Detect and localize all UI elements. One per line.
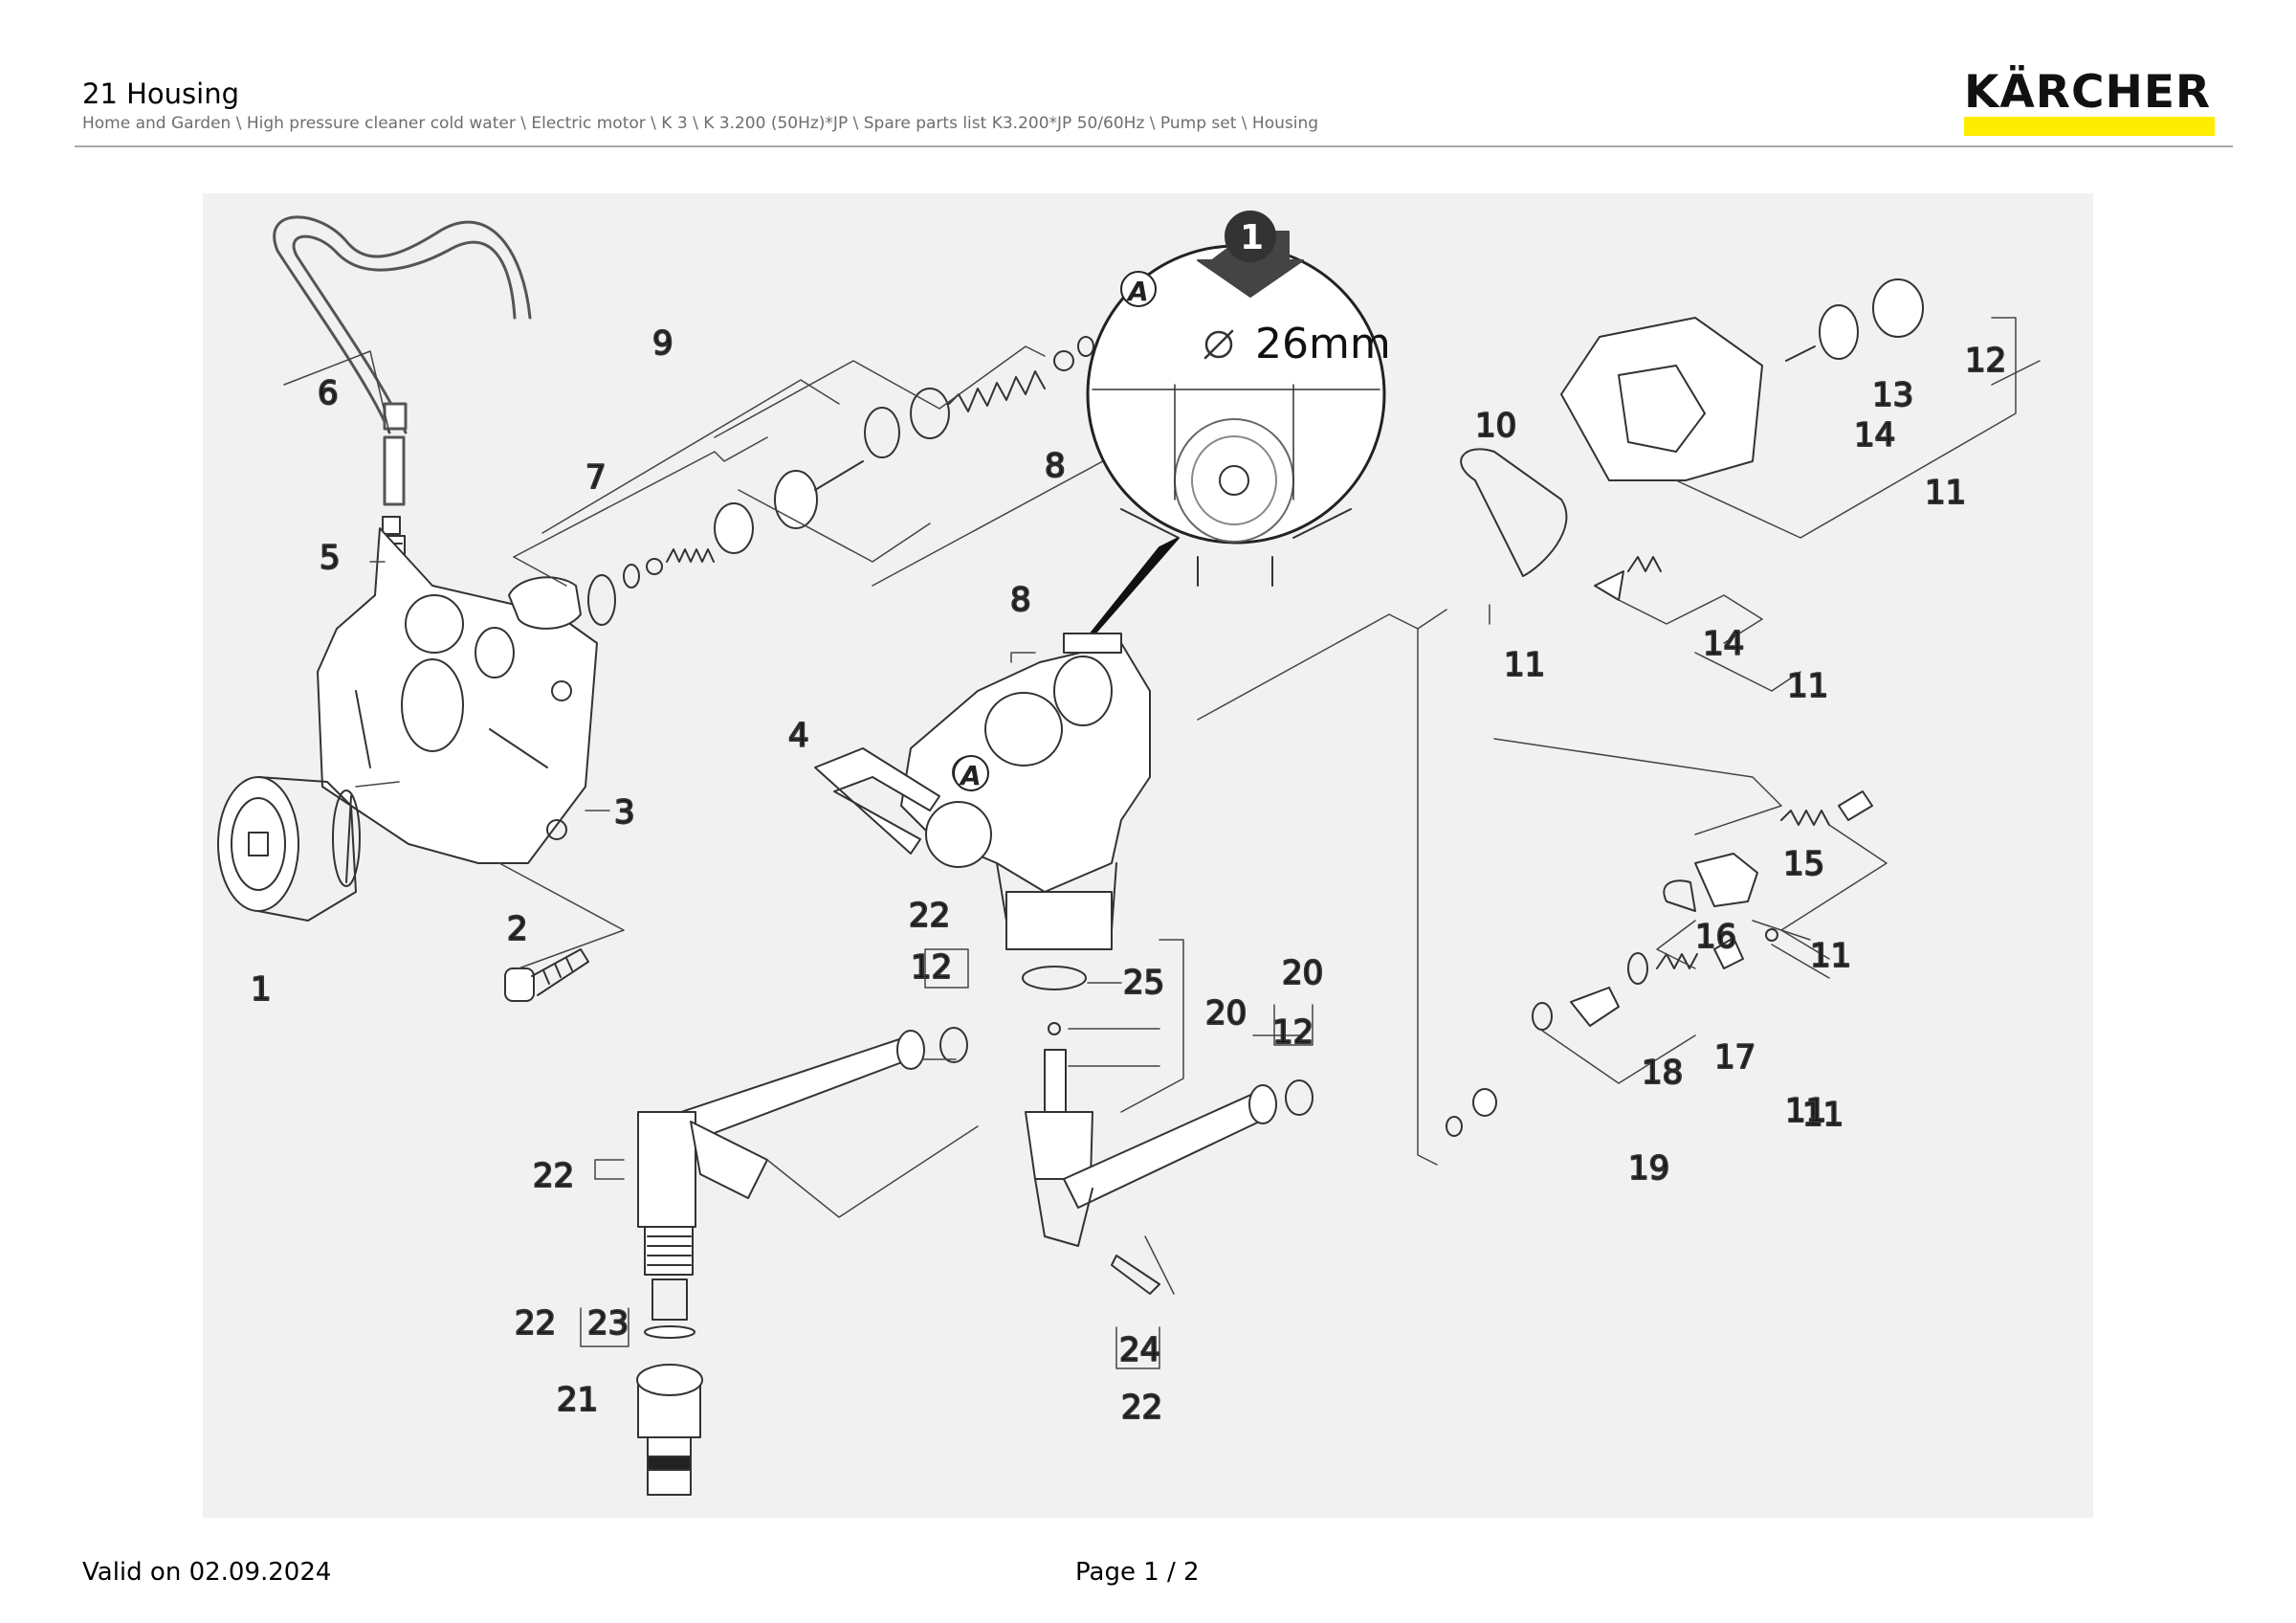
connector-part-1 (217, 776, 361, 922)
logo-accent-bar (1964, 117, 2215, 136)
callout-10: 10 (1475, 407, 1516, 445)
outlet-assembly (1022, 966, 1277, 1295)
callout-15: 15 (1783, 845, 1824, 883)
callout-14a: 14 (1854, 416, 1895, 455)
callout-brackets (580, 948, 1314, 1369)
detail-magnifier: 26mm 1 (1044, 211, 1391, 692)
callout-8: 8 (1045, 447, 1066, 485)
callout-18: 18 (1642, 1054, 1683, 1092)
ref-marker-a-top: A (1120, 271, 1157, 307)
valve-stack (508, 327, 1116, 630)
callout-21: 21 (557, 1381, 598, 1419)
callout-22a: 22 (909, 897, 950, 935)
callout-12b: 12 (1272, 1013, 1314, 1052)
callout-8b: 8 (1010, 581, 1031, 619)
ref-marker-a-mid: A (953, 755, 989, 791)
page-title: 21 Housing (82, 78, 240, 110)
leader-lines-center (766, 609, 1447, 1295)
callout-11c: 11 (1787, 667, 1828, 705)
logo-wordmark: KÄRCHER (1964, 66, 2211, 119)
callout-12a: 12 (911, 948, 952, 987)
callout-16: 16 (1695, 918, 1736, 956)
hose-part-6 (273, 215, 532, 506)
callout-22d: 22 (1121, 1389, 1162, 1427)
callout-20b: 20 (1282, 954, 1323, 992)
inlet-assembly (636, 1030, 925, 1496)
detail-dimension-label: 26mm (1255, 320, 1391, 368)
callout-22b: 22 (533, 1157, 574, 1195)
callout-22c: 22 (515, 1304, 556, 1343)
karcher-logo: KÄRCHER (1964, 66, 2215, 136)
callout-17: 17 (1714, 1038, 1755, 1077)
callout-6: 6 (318, 374, 339, 412)
callout-5: 5 (320, 539, 341, 577)
callout-2: 2 (507, 910, 528, 948)
header-divider (75, 145, 2233, 147)
callout-14b: 14 (1703, 625, 1744, 663)
callout-4: 4 (788, 717, 809, 755)
screw-part-2 (504, 948, 589, 1002)
callout-7: 7 (585, 458, 607, 497)
callout-12: 12 (1965, 342, 2006, 380)
callout-11b: 11 (1504, 646, 1545, 684)
callout-24: 24 (1119, 1331, 1160, 1369)
callout-13: 13 (1872, 376, 1913, 414)
detail-marker-number: 1 (1240, 218, 1264, 257)
callout-1: 1 (251, 970, 272, 1009)
exploded-parts-diagram: 26mm 1 (203, 193, 2093, 1518)
callout-19: 19 (1628, 1149, 1669, 1188)
ref-marker-a-top-label: A (1126, 276, 1149, 307)
leader-lines-right (1489, 317, 2041, 1084)
clip-part-4 (814, 747, 940, 855)
callout-11d: 11 (1810, 937, 1851, 975)
page-number: Page 1 / 2 (1075, 1558, 1200, 1587)
callout-11a: 11 (1925, 474, 1966, 512)
pump-head (900, 633, 1151, 950)
right-valve-cluster (1446, 278, 1924, 1137)
callout-11e: 11 (1802, 1096, 1843, 1134)
callout-11f: 11 (1785, 1092, 1826, 1130)
diagram-svg: 26mm 1 (217, 211, 2041, 1496)
callout-23: 23 (587, 1304, 629, 1343)
valid-on-date: Valid on 02.09.2024 (82, 1558, 332, 1587)
o-rings (939, 1027, 1314, 1116)
callout-3: 3 (614, 793, 635, 832)
callout-20a: 20 (1205, 994, 1247, 1033)
breadcrumb[interactable]: Home and Garden \ High pressure cleaner … (82, 114, 1319, 133)
callout-25: 25 (1123, 964, 1164, 1002)
callout-9: 9 (652, 324, 673, 363)
callout-labels: 1 2 3 4 5 6 7 8 9 8 10 11 12 13 14 11 14… (250, 323, 2007, 1428)
ref-marker-a-mid-label: A (959, 760, 982, 791)
